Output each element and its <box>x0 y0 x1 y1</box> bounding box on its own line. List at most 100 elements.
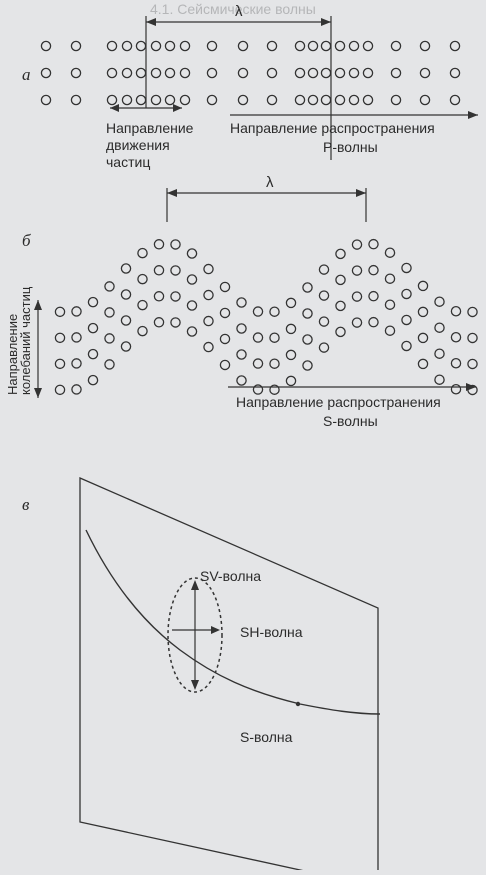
s-particle <box>87 322 99 334</box>
s-particle <box>186 274 198 285</box>
s-particle <box>170 265 181 276</box>
s-particle <box>269 384 280 395</box>
s-particle <box>434 374 445 385</box>
particle-arrowhead-right <box>173 104 182 112</box>
s-particle <box>236 375 247 386</box>
s-particle <box>104 307 115 318</box>
p-propagation-arrowhead <box>468 111 478 119</box>
s-particle <box>104 333 115 344</box>
s-particle <box>104 359 115 370</box>
p-particle <box>206 40 218 52</box>
s-particle <box>368 290 379 302</box>
s-particle <box>450 331 462 343</box>
polarization-ellipse <box>167 577 223 693</box>
p-particle <box>307 40 319 52</box>
s-wave-label-c: S-волна <box>240 729 293 745</box>
p-particle <box>164 94 176 106</box>
s-particle <box>252 306 264 317</box>
header-fragment: 4.1. Сейсмические волны <box>150 1 316 17</box>
vertical-label-group-2: колебаний частиц <box>18 286 33 395</box>
lambda-arrowhead-left-a <box>146 18 156 26</box>
s-particle <box>269 358 280 369</box>
s-particle <box>450 357 462 369</box>
s-particle <box>417 358 429 370</box>
p-particle <box>237 67 249 79</box>
p-particle <box>40 40 52 52</box>
particle-direction-label-3: частиц <box>106 154 150 170</box>
s-particle <box>153 265 165 276</box>
s-particle <box>104 281 115 292</box>
s-particle <box>153 317 165 328</box>
p-particle <box>419 40 431 52</box>
s-particle <box>71 384 82 395</box>
sv-arrowhead-bottom <box>191 680 199 690</box>
p-particle <box>237 40 249 52</box>
p-wave-label: P-волны <box>323 139 378 155</box>
s-particle <box>368 316 379 328</box>
p-propagation-label: Направление распространения <box>230 120 435 136</box>
sh-wave-label: SH-волна <box>240 624 303 640</box>
s-particle <box>401 288 412 300</box>
particle-direction-label-1: Направление <box>106 120 194 136</box>
p-particle <box>294 94 306 106</box>
s-particle <box>302 282 313 293</box>
s-particle <box>219 333 231 345</box>
s-particle <box>153 239 165 250</box>
s-particle <box>302 308 313 319</box>
s-particle <box>236 349 247 360</box>
p-particle <box>179 67 191 79</box>
p-particle <box>121 67 133 79</box>
panel-c: в SV-волна SH-волна S-волна <box>22 477 381 875</box>
p-particle <box>390 94 402 106</box>
s-particle <box>434 296 445 307</box>
s-particle <box>120 341 132 352</box>
s-particle <box>186 248 198 259</box>
oscillation-arrowhead-bottom <box>34 388 42 398</box>
s-particle <box>170 239 181 250</box>
p-particle <box>334 40 346 52</box>
p-particle <box>135 94 147 106</box>
p-particle <box>334 94 346 106</box>
oscillation-label-2: колебаний частиц <box>18 286 33 395</box>
p-particle <box>150 94 162 106</box>
p-particle <box>121 94 133 106</box>
s-particle <box>54 306 66 318</box>
p-particle <box>320 67 332 79</box>
p-particle <box>70 67 82 79</box>
particle-direction-label-2: движения <box>106 137 170 153</box>
s-particle <box>186 300 198 311</box>
s-particle <box>368 264 379 276</box>
p-particle <box>294 67 306 79</box>
s-particle <box>87 374 99 386</box>
p-wave-particles <box>40 40 461 106</box>
s-particle <box>285 297 297 309</box>
s-particle <box>335 326 346 338</box>
p-particle <box>334 67 346 79</box>
p-particle <box>135 40 147 52</box>
p-particle <box>449 67 461 79</box>
sv-arrowhead-top <box>191 580 199 590</box>
s-particle <box>401 340 412 352</box>
p-particle <box>419 94 431 106</box>
s-particle <box>170 317 181 328</box>
s-particle <box>368 238 379 250</box>
s-particle <box>417 280 429 292</box>
s-particle <box>384 299 396 310</box>
s-particle <box>401 262 412 274</box>
p-particle <box>121 40 133 52</box>
p-particle <box>164 40 176 52</box>
s-particle <box>302 360 313 371</box>
p-particle <box>135 67 147 79</box>
s-particle <box>120 289 132 300</box>
p-particle <box>390 40 402 52</box>
p-particle <box>320 94 332 106</box>
s-particle <box>467 358 478 370</box>
s-particle <box>467 306 478 318</box>
wavefront-plane <box>79 477 379 875</box>
p-particle <box>266 40 278 52</box>
lambda-arrowhead-left-b <box>167 189 177 197</box>
lambda-arrowhead-right-b <box>356 189 366 197</box>
p-particle <box>307 67 319 79</box>
